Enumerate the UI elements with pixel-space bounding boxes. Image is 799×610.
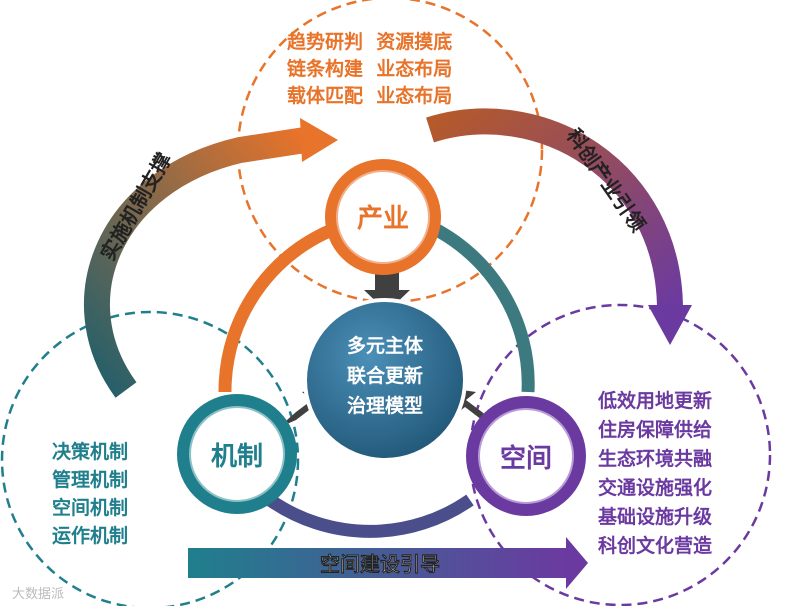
mechanism-item-2: 管理机制	[52, 468, 128, 491]
watermark: 大数据派	[12, 587, 64, 602]
bottom-arrow-label: 空间建设引导	[320, 552, 440, 576]
industry-item-1: 趋势研判 资源摸底	[287, 30, 452, 53]
industry-node-inner	[336, 170, 430, 264]
mechanism-node-label: 机制	[211, 442, 263, 472]
center-line-2: 联合更新	[347, 364, 423, 387]
left-arrow-label: 实施机制支撑	[96, 149, 177, 265]
industry-dashed-circle	[236, 0, 544, 304]
space-item-3: 生态环境共融	[598, 447, 712, 470]
center-line-1: 多元主体	[347, 334, 424, 357]
ring-arc-mechanism-space	[266, 494, 474, 538]
space-item-5: 基础设施升级	[597, 505, 712, 528]
space-item-1: 低效用地更新	[597, 389, 712, 412]
space-item-4: 交通设施强化	[598, 476, 712, 499]
mechanism-item-3: 空间机制	[52, 496, 128, 519]
mechanism-item-4: 运作机制	[52, 524, 128, 547]
center-circle	[303, 298, 467, 462]
bottom-guide-arrow-body	[188, 548, 568, 578]
left-arrow-head	[300, 118, 338, 162]
mechanism-node-inner	[189, 406, 285, 502]
industry-item-2: 链条构建 业态布局	[287, 57, 452, 80]
center-line-3: 治理模型	[347, 394, 423, 417]
space-item-6: 科创文化营造	[598, 534, 713, 557]
left-support-arrow	[83, 127, 307, 398]
industry-item-3: 载体匹配 业态布局	[287, 84, 452, 107]
right-lead-arrow	[426, 108, 683, 311]
space-node-label: 空间	[500, 443, 552, 474]
bottom-arrow-head	[566, 537, 588, 589]
industry-node-label: 产业	[357, 204, 409, 234]
ring-arc-industry-space	[417, 215, 535, 393]
space-item-2: 住房保障供给	[598, 418, 712, 441]
ring-arc-industry-mechanism	[218, 215, 357, 393]
mechanism-item-1: 决策机制	[52, 440, 128, 463]
space-node-inner	[478, 408, 574, 504]
right-arrow-head	[648, 305, 692, 345]
